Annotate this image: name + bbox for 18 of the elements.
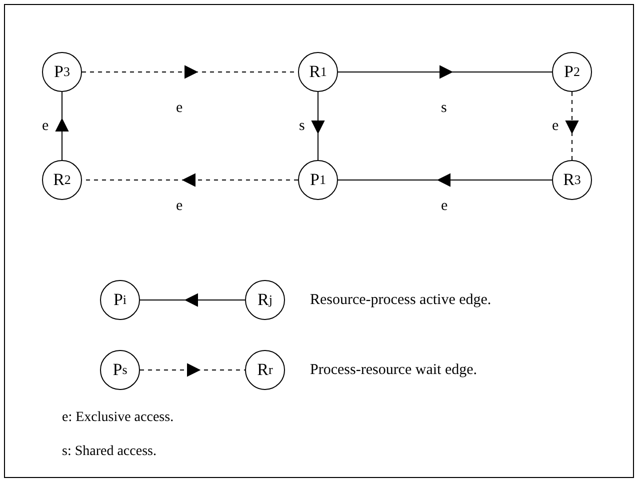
edge-label: e	[176, 198, 183, 215]
legend-text: Resource-process active edge.	[310, 292, 492, 309]
arrow	[312, 92, 324, 160]
arrow	[140, 294, 246, 306]
arrow	[140, 364, 246, 376]
arrow	[338, 174, 552, 186]
note-text: s: Shared access.	[62, 444, 156, 460]
arrow	[56, 92, 68, 160]
edge-label: e	[552, 118, 559, 135]
note-text: e: Exclusive access.	[62, 410, 174, 426]
edge-label: e	[441, 198, 448, 215]
edge-label: e	[42, 118, 49, 135]
edge-label: s	[441, 100, 447, 117]
arrow	[338, 66, 552, 78]
legend-text: Process-resource wait edge.	[310, 362, 478, 379]
edge-label: s	[299, 118, 305, 135]
arrow	[566, 92, 578, 160]
edge-label: e	[176, 100, 183, 117]
